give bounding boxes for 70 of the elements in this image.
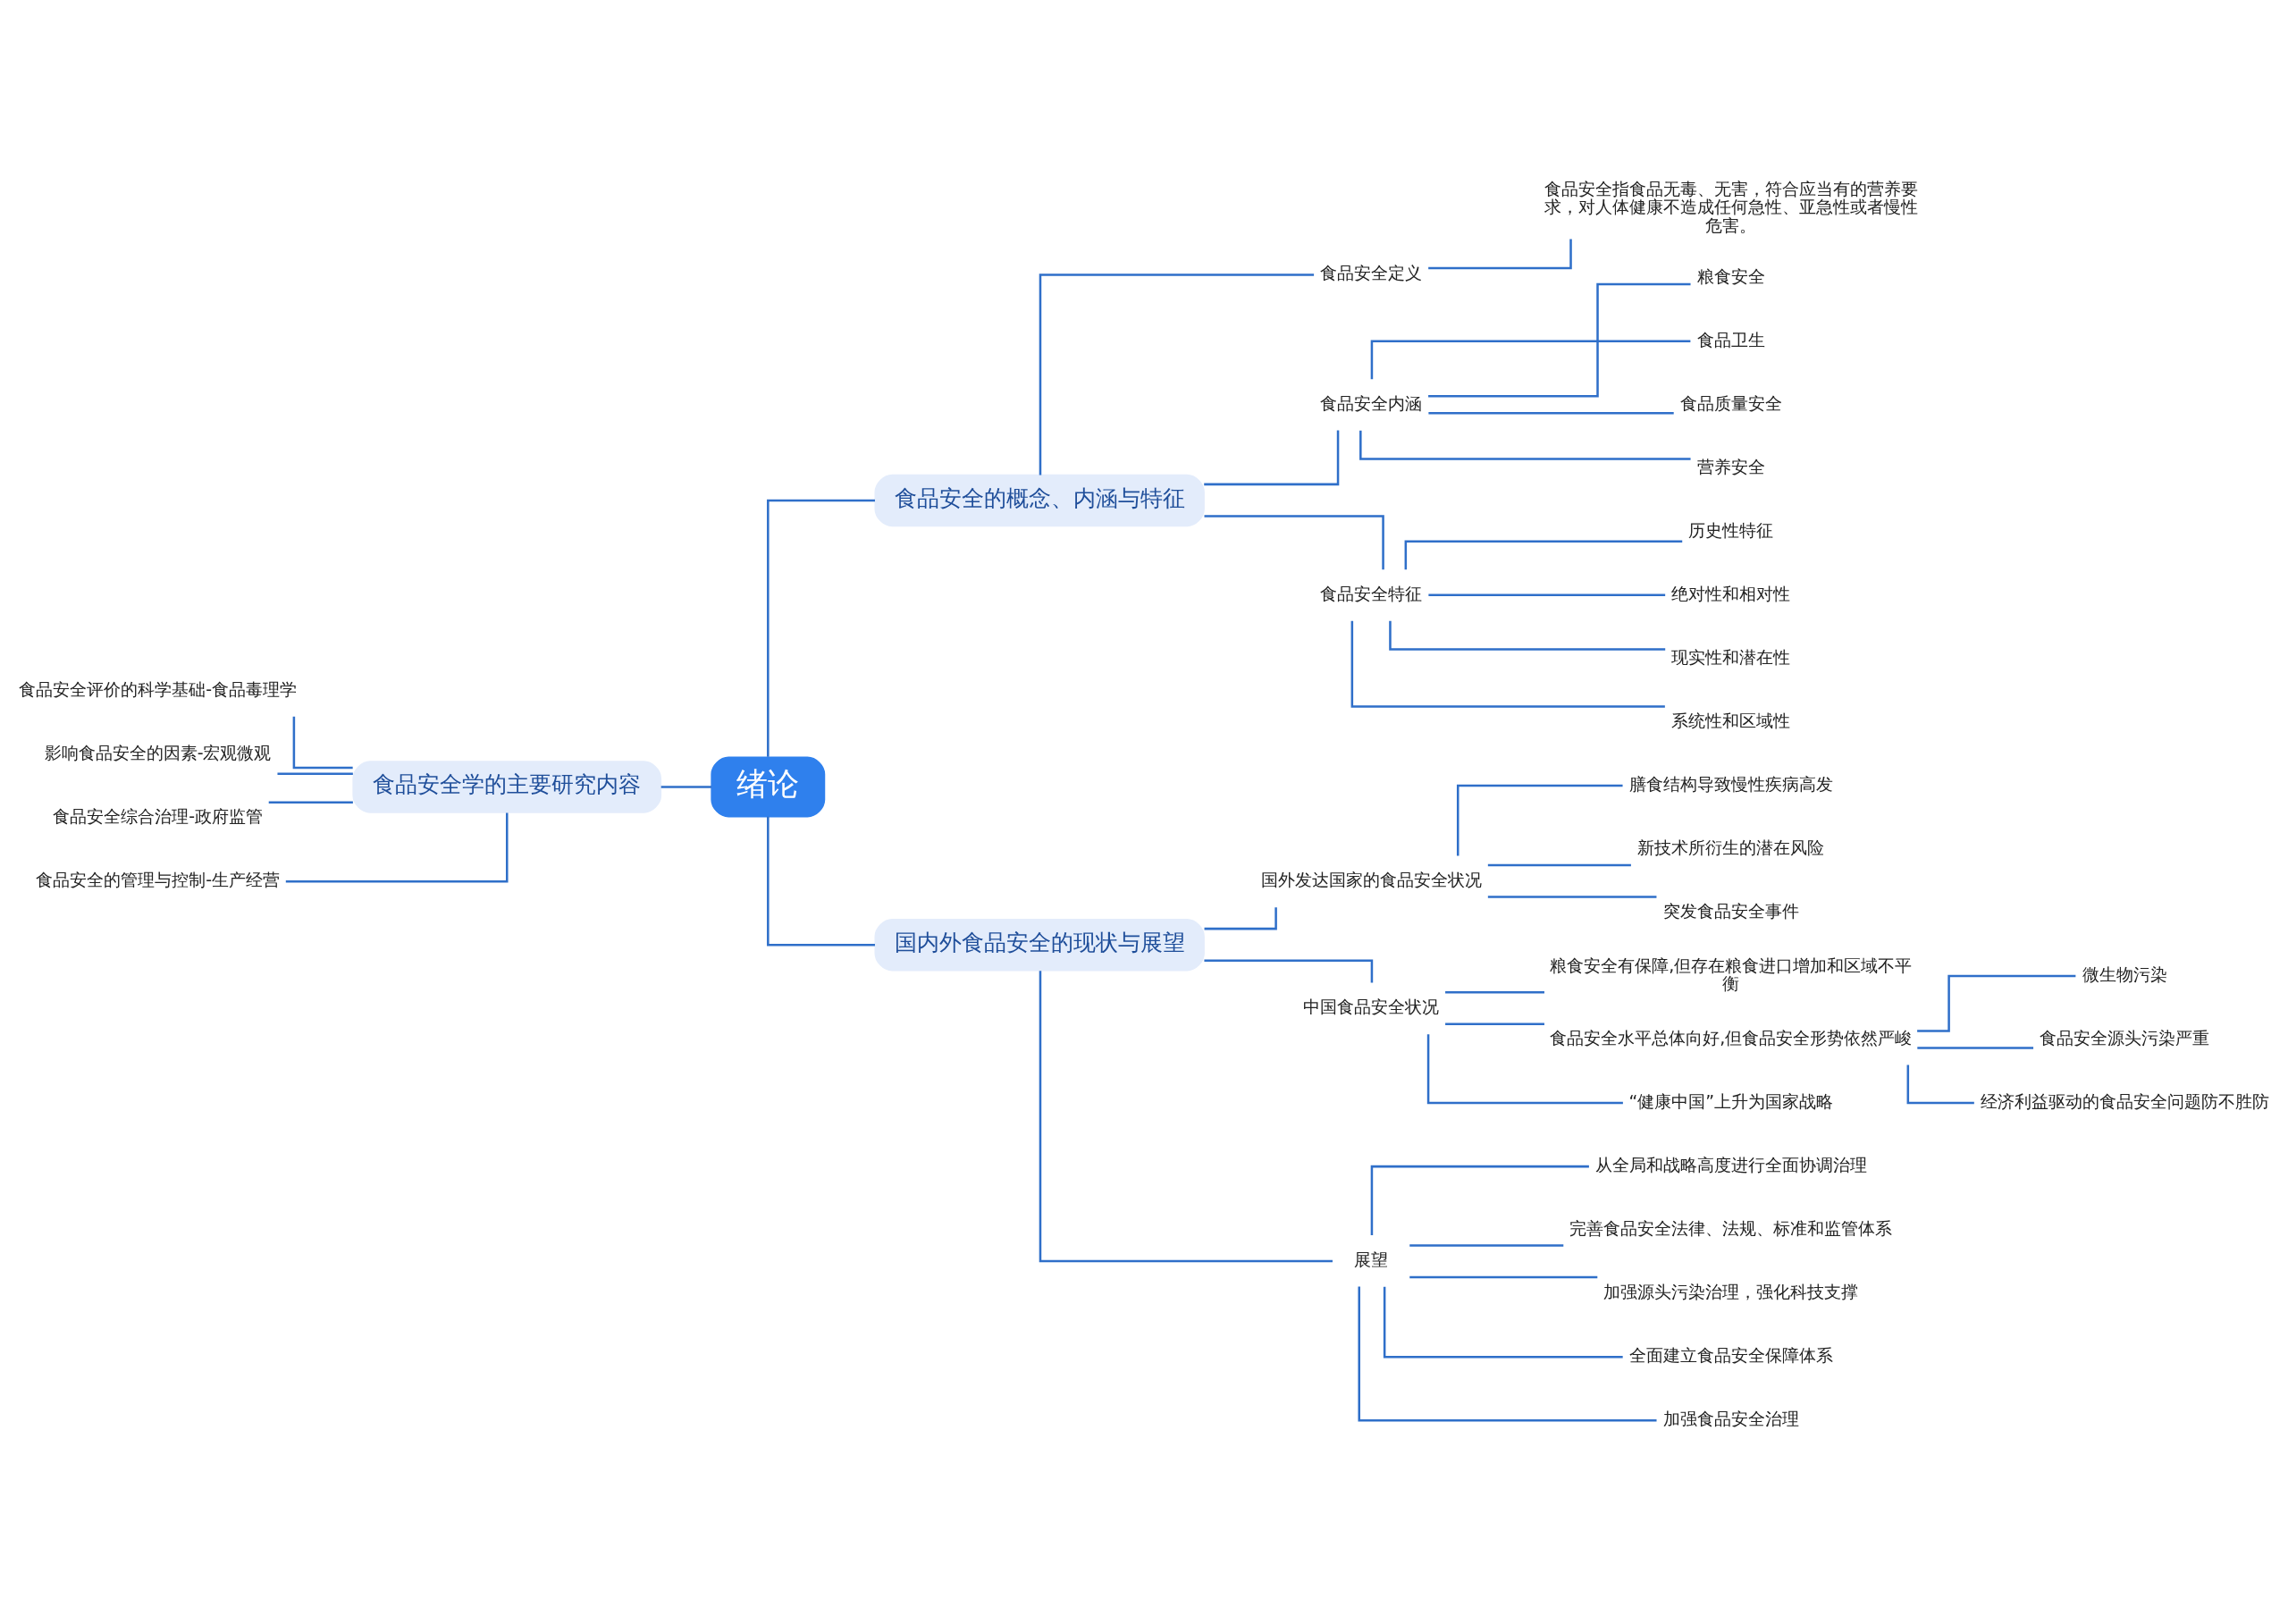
node-text: 食品安全指食品无毒、无害，符合应当有的营养要求，对人体健康不造成任何急性、亚急性或者慢性危害。 bbox=[1544, 178, 1918, 235]
node-text: 突发食品安全事件 bbox=[1662, 900, 1799, 921]
connector bbox=[1389, 620, 1666, 651]
node-text: 全面建立食品安全保障体系 bbox=[1628, 1345, 1833, 1366]
node-text: 中国食品安全状况 bbox=[1303, 997, 1440, 1017]
connector bbox=[1404, 540, 1683, 570]
node-text: 加强源头污染治理，强化科技支撑 bbox=[1603, 1282, 1859, 1302]
node-text: 微生物污染 bbox=[2082, 963, 2167, 984]
connector bbox=[1204, 430, 1340, 486]
node-text: 系统性和区域性 bbox=[1671, 710, 1791, 730]
connector bbox=[1204, 515, 1384, 570]
node-text: 食品质量安全 bbox=[1679, 392, 1782, 413]
connector bbox=[1383, 1286, 1623, 1359]
connector bbox=[1428, 593, 1666, 597]
node-box: 绪论 bbox=[711, 756, 826, 818]
connector bbox=[1917, 974, 2076, 1032]
node-text: 膳食结构导致慢性疾病高发 bbox=[1628, 773, 1833, 794]
connector bbox=[1445, 1022, 1544, 1025]
node-text: 食品安全内涵 bbox=[1320, 392, 1423, 413]
node-text: 历史性特征 bbox=[1688, 519, 1774, 540]
connector bbox=[285, 812, 509, 883]
node-text: 现实性和潜在性 bbox=[1671, 646, 1791, 667]
connector bbox=[1409, 1275, 1598, 1279]
connector bbox=[1426, 1034, 1623, 1105]
connector bbox=[1917, 1047, 2034, 1049]
connector bbox=[268, 801, 353, 804]
node-text: 展望 bbox=[1354, 1249, 1389, 1269]
node-text: 加强食品安全治理 bbox=[1662, 1409, 1799, 1429]
connector bbox=[1906, 1064, 1974, 1105]
node-text: 食品卫生 bbox=[1696, 329, 1765, 349]
connector bbox=[1370, 340, 1691, 380]
node-text: 新技术所衍生的潜在风险 bbox=[1637, 837, 1825, 857]
connector bbox=[277, 772, 353, 775]
connector bbox=[1039, 273, 1315, 475]
node-text: 从全局和战略高度进行全面协调治理 bbox=[1594, 1155, 1867, 1175]
node-text: 食品安全的管理与控制-生产经营 bbox=[36, 870, 280, 890]
node-text: 食品安全定义 bbox=[1320, 263, 1423, 283]
connector bbox=[1358, 1286, 1657, 1422]
connector bbox=[292, 716, 353, 770]
node-text: “健康中国”上升为国家战略 bbox=[1628, 1090, 1834, 1111]
node-text: 绝对性和相对性 bbox=[1671, 583, 1791, 603]
node-box: 食品安全的概念、内涵与特征 bbox=[874, 474, 1205, 527]
connector bbox=[1487, 896, 1657, 898]
connector bbox=[1428, 282, 1691, 398]
connector bbox=[767, 499, 875, 757]
node-text: 食品安全评价的科学基础-食品毒理学 bbox=[19, 679, 297, 700]
node-text: 营养安全 bbox=[1696, 456, 1765, 476]
connector bbox=[1445, 990, 1544, 994]
node-text: 完善食品安全法律、法规、标准和监管体系 bbox=[1569, 1218, 1893, 1239]
connector bbox=[1370, 1165, 1589, 1235]
connector bbox=[767, 816, 875, 947]
connector bbox=[1409, 1244, 1564, 1247]
node-text: 粮食安全有保障,但存在粮食进口增加和区域不平衡 bbox=[1550, 955, 1913, 994]
node-text: 粮食安全 bbox=[1696, 265, 1765, 286]
node-text: 食品安全综合治理-政府监管 bbox=[53, 806, 263, 827]
node-text: 食品安全水平总体向好,但食品安全形势依然严峻 bbox=[1550, 1027, 1913, 1048]
node-text: 食品安全特征 bbox=[1320, 583, 1423, 603]
connector bbox=[1487, 863, 1631, 867]
node-text: 食品安全源头污染严重 bbox=[2040, 1027, 2210, 1048]
connector bbox=[1039, 971, 1333, 1263]
connector bbox=[660, 786, 712, 788]
node-text: 经济利益驱动的食品安全问题防不胜防 bbox=[1980, 1090, 2269, 1111]
node-box: 国内外食品安全的现状与展望 bbox=[874, 919, 1205, 972]
node-box: 食品安全学的主要研究内容 bbox=[352, 761, 662, 813]
node-text: 影响食品安全的因素-宏观微观 bbox=[44, 743, 272, 763]
connector bbox=[1428, 411, 1674, 415]
connector bbox=[1456, 784, 1623, 856]
node-text: 国外发达国家的食品安全状况 bbox=[1260, 870, 1482, 890]
connector bbox=[1359, 430, 1691, 460]
connector bbox=[1350, 620, 1665, 708]
